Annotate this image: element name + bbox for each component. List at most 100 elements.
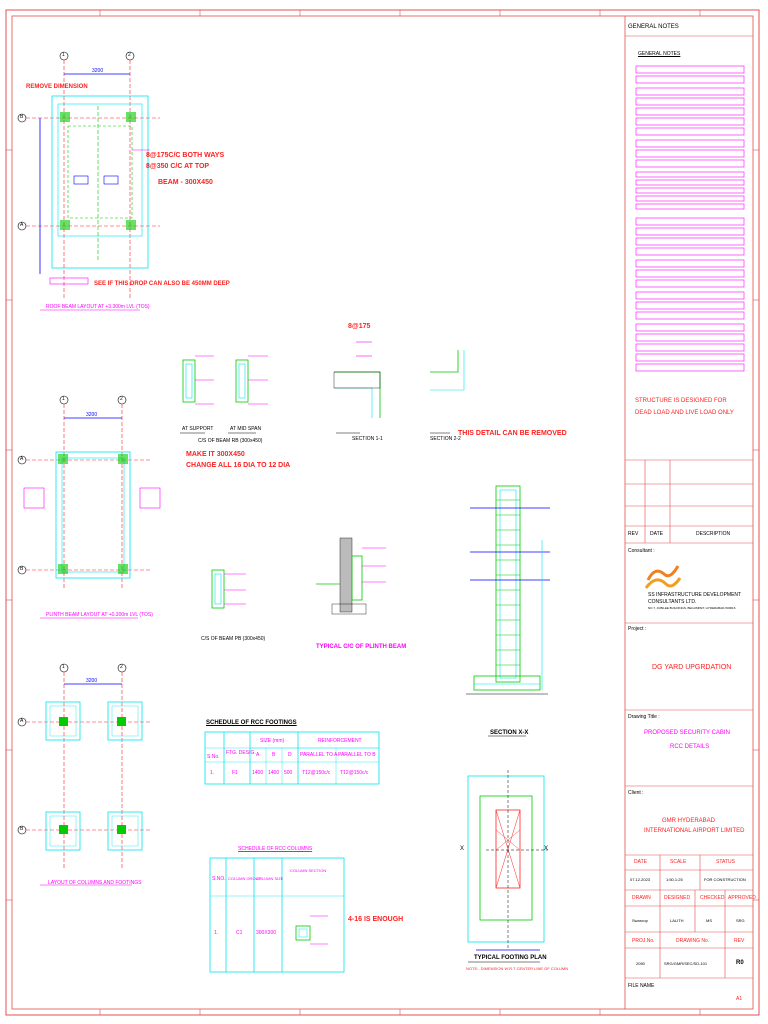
- markup-make-it: MAKE IT 300X450: [186, 451, 245, 458]
- column-header-section: COLUMN SECTION: [290, 868, 327, 873]
- drawing-no-value: SRG/GMR/SEC/SD-101: [664, 961, 708, 966]
- footing-note: NOTE:- DIMENSION W.R.T CENTER LINE OF CO…: [466, 966, 569, 971]
- at-mid-span: AT MID SPAN: [230, 426, 262, 432]
- consultant-label: Consultant :: [628, 548, 655, 554]
- client-name-1: GMR HYDERABAD: [662, 818, 716, 824]
- markup-rebar-2: 8@350 C/C AT TOP: [146, 163, 210, 170]
- markup-change-dia: CHANGE ALL 16 DIA TO 12 DIA: [186, 462, 291, 469]
- grid-2-plinth: 2: [120, 396, 123, 402]
- designed-label: DESIGNED: [664, 895, 691, 901]
- date-value: 07.12.2023: [630, 877, 651, 882]
- cs-beam-roof-title: C/S OF BEAM RB (300x450): [198, 438, 263, 444]
- project-name: DG YARD UPGRDATION: [652, 664, 732, 671]
- status-value: FOR CONSTRUCTION: [704, 877, 746, 882]
- markup-rebar-8-175: 8@175: [348, 323, 371, 330]
- section-details: [333, 341, 465, 434]
- footing-cell-sno: 1.: [210, 770, 215, 776]
- footing-sub-d: D: [288, 752, 292, 758]
- typical-plinth-beam: [316, 537, 386, 615]
- column-header-size: COLUMN SIZE: [256, 876, 284, 881]
- footing-table-title: SCHEDULE OF RCC FOOTINGS: [206, 720, 297, 726]
- layout-column-title: LAYOUT OF COLUMNS AND FOOTINGS: [48, 880, 142, 886]
- column-header-group: COLUMN GROUP: [228, 876, 262, 881]
- dimension-plinth: 3200: [86, 412, 98, 418]
- footing-cell-par-a: T12@150c/c: [302, 770, 331, 776]
- scale-value: 1:50,1:25: [666, 877, 683, 882]
- plinth-beam-layout: [17, 395, 161, 619]
- dimension-column: 3200: [86, 678, 98, 684]
- typ-plinth-title: TYPICAL C/C OF PLINTH BEAM: [316, 644, 407, 650]
- column-cell-size: 300X300: [256, 930, 277, 936]
- footing-sub-b: B: [272, 752, 276, 758]
- at-support: AT SUPPORT: [182, 426, 214, 432]
- scale-label: SCALE: [670, 859, 687, 865]
- beam-sections: [180, 355, 268, 434]
- sheet-size: A1: [736, 996, 743, 1002]
- footing-cell-b: 1400: [268, 770, 280, 776]
- footing-header-size: SIZE (mm): [260, 738, 285, 744]
- axis-x-left: X: [460, 846, 465, 852]
- client-label: Client :: [628, 790, 644, 796]
- grid-a-plinth: A: [20, 456, 24, 462]
- designed-value: LALITH: [670, 918, 684, 923]
- section-x-title: SECTION X-X: [490, 730, 529, 736]
- grid-a-column: A: [20, 718, 24, 724]
- markup-rebar-1: 8@175C/C BOTH WAYS: [146, 152, 225, 159]
- checked-label: CHECKED: [700, 895, 725, 901]
- drawing-title-label: Drawing Title :: [628, 714, 660, 720]
- dimension-roof: 3200: [92, 68, 104, 74]
- grid-2-roof: 2: [128, 52, 131, 58]
- footing-header-sno: S.No.: [207, 754, 220, 760]
- grid-1-plinth: 1: [62, 396, 65, 402]
- footing-sub-a: A: [256, 752, 260, 758]
- grid-b-column: B: [20, 826, 24, 832]
- proj-no-value: 2050: [636, 961, 645, 966]
- footing-sub-par-a: PARALLEL TO A: [300, 752, 338, 758]
- footing-header-desig: FTG. DESIG.: [226, 750, 256, 756]
- grid-b-roof: B: [20, 114, 24, 120]
- drawing-title-2: RCC DETAILS: [670, 744, 710, 750]
- grid-b-plinth: B: [20, 566, 24, 572]
- project-label: Project :: [628, 626, 647, 632]
- column-header-sno: S.NO.: [212, 876, 226, 882]
- footing-table-grid: [204, 731, 380, 785]
- file-name-label: FILE NAME: [628, 983, 655, 989]
- consultant-address: NO.7, JUBILEE BUILDINGS, BEGUMPET, HYDER…: [648, 606, 736, 610]
- column-table-grid: [209, 857, 345, 973]
- date-header: DATE: [650, 531, 663, 537]
- rev-value: R0: [736, 960, 744, 966]
- footing-cell-a: 1400: [252, 770, 264, 776]
- markup-beam: BEAM - 300X450: [158, 179, 213, 186]
- proj-no-label: PROJ.No.: [632, 938, 655, 944]
- footing-cell-par-b: T12@150c/c: [340, 770, 369, 776]
- roof-beam-title: ROOF BEAM LAYOUT AT +3.300m LVL (TOS): [46, 304, 150, 310]
- column-table-title: SCHEDULE OF RCC COLUMNS: [238, 846, 313, 852]
- column-section: [295, 915, 328, 945]
- structure-note-1: STRUCTURE IS DESIGNED FOR: [635, 398, 727, 404]
- drawing-title-1: PROPOSED SECURITY CABIN: [644, 730, 730, 736]
- axis-x-right: X: [544, 846, 549, 852]
- consultant-name-2: CONSULTANTS LTD.: [648, 599, 697, 605]
- cs-beam-plinth-title: C/S OF BEAM PB (300x450): [201, 636, 266, 642]
- markup-remove-dimension: REMOVE DIMENSION: [26, 84, 88, 90]
- footing-sub-par-b: PARALLEL TO B: [338, 752, 376, 758]
- markup-detail-removed: THIS DETAIL CAN BE REMOVED: [458, 430, 567, 437]
- footing-cell-desig: F1: [232, 770, 238, 776]
- section-11: SECTION 1-1: [352, 436, 383, 442]
- description-header: DESCRIPTION: [696, 531, 731, 537]
- approved-value: SRG: [736, 918, 745, 923]
- markup-enough: 4-16 IS ENOUGH: [348, 916, 404, 923]
- consultant-name: SS INFRASTRUCTURE DEVELOPMENT: [648, 592, 742, 598]
- footing-header-reinf: REINFORCEMENT: [318, 738, 362, 744]
- grid-1-roof: 1: [62, 52, 65, 58]
- markup-drop: SEE IF THIS DROP CAN ALSO BE 450MM DEEP: [94, 281, 230, 287]
- date-label: DATE: [634, 859, 647, 865]
- drawing-no-label: DRAWING No.: [676, 938, 710, 944]
- general-notes-subtitle: GENERAL NOTES: [638, 51, 681, 57]
- section-xx: [466, 485, 550, 737]
- status-label: STATUS: [716, 859, 735, 865]
- plinth-beam-section: [211, 569, 246, 609]
- grid-1-column: 1: [62, 664, 65, 670]
- client-name-2: INTERNATIONAL AIRPORT LIMITED: [644, 828, 745, 834]
